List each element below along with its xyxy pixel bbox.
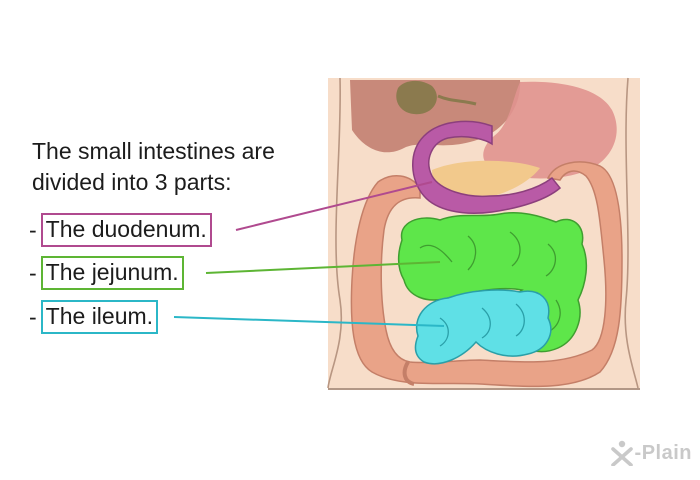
- intro-line-1: The small intestines are: [32, 138, 275, 164]
- ileum: [414, 289, 552, 365]
- ileum-leader-line: [173, 316, 445, 327]
- bullet-dash: -: [29, 216, 37, 243]
- bile-duct: [437, 94, 477, 106]
- ileum-label-box: The ileum.: [40, 300, 159, 334]
- torso-outline-right: [624, 77, 639, 389]
- intro-line-2: divided into 3 parts:: [32, 169, 232, 195]
- logo-text: -Plain: [634, 441, 692, 464]
- jejunum-leader-line: [205, 261, 441, 274]
- xplain-logo: -Plain: [610, 440, 692, 466]
- part-item-jejunum: - The jejunum.: [29, 256, 184, 290]
- duodenum-label-box: The duodenum.: [40, 213, 212, 247]
- bullet-dash: -: [29, 259, 37, 286]
- part-item-ileum: - The ileum.: [29, 300, 159, 334]
- gallbladder: [396, 80, 437, 115]
- jejunum-label-box: The jejunum.: [40, 256, 184, 290]
- stomach: [483, 81, 617, 179]
- torso-outline-left: [327, 77, 343, 389]
- intro-text: The small intestines are divided into 3 …: [32, 136, 275, 198]
- x-figure-icon: [610, 440, 633, 466]
- jejunum-fold-lines: [419, 231, 561, 333]
- ileum-fold-lines: [439, 303, 525, 347]
- part-item-duodenum: - The duodenum.: [29, 213, 212, 247]
- appendix: [402, 360, 415, 386]
- duodenum-leader-line: [235, 181, 433, 231]
- pancreas: [432, 160, 540, 201]
- bullet-dash: -: [29, 303, 37, 330]
- duodenum: [412, 120, 562, 214]
- colon: [350, 161, 623, 388]
